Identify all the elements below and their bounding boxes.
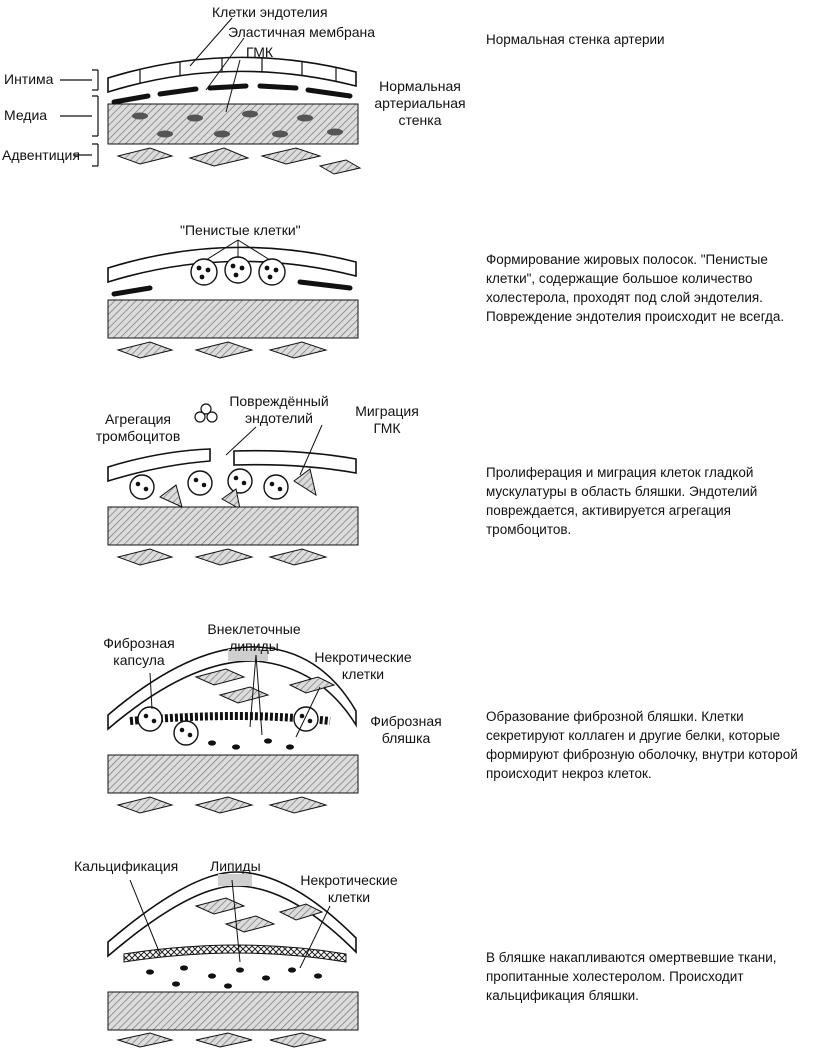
label-smc: ГМК — [246, 44, 274, 60]
label-platelet-aggregation: Агрегация тромбоцитов — [95, 411, 181, 444]
proliferation-illustration — [107, 403, 359, 566]
stage-calcification: Кальцификация Липиды Некротические клетк… — [0, 850, 815, 1049]
label-calcification: Кальцификация — [74, 858, 179, 874]
normal-wall-illustration — [60, 17, 362, 175]
label-adventitia: Адвентиция — [2, 147, 80, 163]
description-normal: Нормальная стенка артерии — [486, 32, 665, 47]
label-damaged-endothelium: Повреждённый эндотелий — [229, 393, 329, 426]
label-extracellular-lipids: Внеклеточные липиды — [207, 621, 301, 654]
stage-proliferation: Агрегация тромбоцитов Повреждённый эндот… — [0, 385, 815, 585]
label-foam-cells: "Пенистые клетки" — [180, 222, 301, 238]
calcification-illustration — [107, 871, 359, 1048]
fibrous-plaque-illustration — [107, 646, 359, 814]
description-proliferation: Пролиферация и миграция клеток гладкой м… — [486, 465, 758, 537]
label-elastic-membrane: Эластичная мембрана — [228, 24, 376, 40]
fatty-streak-illustration — [107, 239, 359, 359]
description-calcification: В бляшке накапливаются омертвевшие ткани… — [486, 950, 777, 1003]
label-smc-migration: Миграция ГМК — [355, 403, 419, 436]
label-intima: Интима — [4, 71, 54, 87]
label-lipids: Липиды — [210, 858, 261, 874]
label-necrotic-cells-4: Некротические клетки — [314, 649, 412, 682]
label-fibrous-plaque: Фиброзная бляшка — [370, 713, 442, 746]
label-endothelial-cells: Клетки эндотелия — [212, 4, 328, 20]
stage-fatty-streak: "Пенистые клетки" Формирование жировых п… — [0, 210, 815, 370]
description-fibrous-plaque: Образование фиброзной бляшки. Клетки сек… — [486, 709, 798, 781]
description-fatty-streak: Формирование жировых полосок. "Пенистые … — [486, 252, 785, 324]
stage-normal: Клетки эндотелия Эластичная мембрана ГМК… — [0, 0, 815, 190]
label-media: Медиа — [4, 107, 48, 123]
label-fibrous-capsule: Фиброзная капсула — [103, 635, 175, 668]
label-normal-wall: Нормальная артериальная стенка — [374, 78, 466, 128]
stage-fibrous-plaque: Фиброзная капсула Внеклеточные липиды Не… — [0, 615, 815, 835]
label-necrotic-cells-5: Некротические клетки — [300, 872, 398, 905]
